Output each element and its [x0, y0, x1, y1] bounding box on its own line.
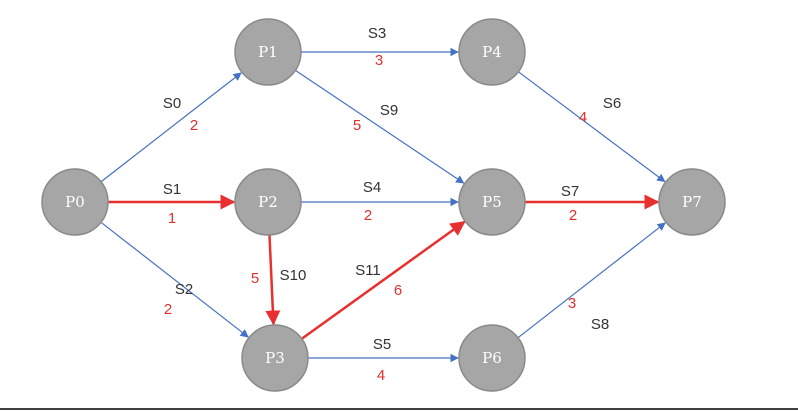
edge-weight-s6: 4 [579, 109, 587, 126]
edge-weight-s3: 3 [375, 52, 383, 69]
node-label: P6 [482, 349, 502, 367]
edge-s2 [100, 221, 249, 338]
node-p2: P2 [234, 168, 302, 236]
edge-label-s6: S6 [603, 95, 621, 112]
edge-label-s8: S8 [591, 316, 609, 333]
node-label: P5 [482, 193, 502, 211]
edge-weight-s7: 2 [569, 207, 577, 224]
edge-label-s11: S11 [355, 262, 381, 279]
edge-label-s1: S1 [163, 181, 181, 198]
node-circle [241, 324, 309, 392]
edge-weight-s10: 5 [251, 270, 259, 287]
node-p0: P0 [41, 168, 109, 236]
node-label: P7 [682, 193, 702, 211]
node-circle [458, 18, 526, 86]
edge-s9 [295, 69, 465, 184]
edge-weight-s8: 3 [568, 295, 576, 312]
edge-label-s4: S4 [363, 179, 381, 196]
node-p7: P7 [658, 168, 726, 236]
node-p5: P5 [458, 168, 526, 236]
node-label: P3 [265, 349, 285, 367]
edge-label-s7: S7 [561, 183, 579, 200]
edge-s6 [518, 71, 666, 183]
node-p6: P6 [458, 324, 526, 392]
edges-layer [100, 47, 666, 363]
node-label: P2 [258, 193, 278, 211]
edge-weight-s4: 2 [364, 207, 372, 224]
node-p1: P1 [234, 18, 302, 86]
edge-label-s10: S10 [280, 267, 307, 284]
edge-weight-s2: 2 [164, 301, 172, 318]
edge-s11 [301, 220, 466, 340]
node-label: P1 [258, 43, 278, 61]
node-p3: P3 [241, 324, 309, 392]
node-label: P4 [482, 43, 502, 61]
edge-s10 [265, 234, 281, 326]
edge-weight-s1: 1 [168, 210, 176, 227]
node-circle [658, 168, 726, 236]
edge-label-s5: S5 [373, 336, 391, 353]
edge-weight-s9: 5 [353, 117, 361, 134]
edge-weight-s11: 6 [394, 282, 402, 299]
node-circle [458, 168, 526, 236]
edge-s0 [100, 72, 242, 183]
node-circle [234, 18, 302, 86]
edge-label-s2: S2 [175, 281, 193, 298]
edge-label-s9: S9 [380, 102, 398, 119]
node-circle [234, 168, 302, 236]
edge-weight-s5: 4 [377, 367, 385, 384]
edge-weight-s0: 2 [190, 117, 198, 134]
node-label: P0 [65, 193, 85, 211]
edge-label-s0: S0 [163, 95, 181, 112]
node-circle [41, 168, 109, 236]
edge-label-s3: S3 [368, 25, 386, 42]
node-p4: P4 [458, 18, 526, 86]
node-circle [458, 324, 526, 392]
edge-s8 [517, 222, 666, 339]
